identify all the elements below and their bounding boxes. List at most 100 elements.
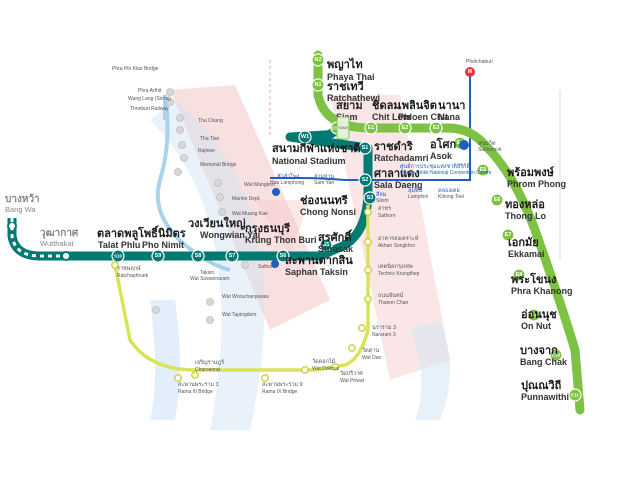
gold-station-marker[interactable] — [348, 344, 356, 352]
label-wat-mangkon: Wat Mangkon — [244, 182, 275, 188]
label-thai: สนามกีฬาแห่งชาติ — [272, 142, 361, 155]
gold-station-marker[interactable] — [111, 261, 119, 269]
station-marker-s2[interactable]: S2 — [358, 173, 372, 187]
label-english: Rama IX Bridge — [262, 389, 298, 395]
label-english: Wat Dan — [362, 355, 381, 361]
station-marker-e9[interactable]: E9 — [527, 308, 541, 322]
label-english: National Stadium — [272, 156, 346, 166]
pier-marker[interactable] — [166, 98, 174, 106]
station-marker-s6[interactable]: S6 — [276, 249, 290, 263]
gold-line — [113, 205, 370, 372]
pier-markers — [152, 88, 249, 324]
pier-marker[interactable] — [206, 316, 214, 324]
label-english: Saphan Taksin — [285, 267, 348, 277]
pier-marker[interactable] — [174, 168, 182, 176]
label-english: Wat Priwat — [340, 378, 365, 384]
pier-marker[interactable] — [241, 261, 249, 269]
svg-text:E5: E5 — [480, 167, 487, 173]
gold-stations — [111, 208, 372, 382]
station-marker-s3[interactable]: S3 — [363, 191, 377, 205]
gold-station-marker[interactable] — [301, 366, 309, 374]
label-tha-tian: Tha Tian — [200, 136, 220, 142]
gold-station-marker[interactable] — [358, 324, 366, 332]
label-english: Rama III Bridge — [178, 389, 213, 395]
label-thai: นานา — [438, 100, 465, 112]
label-thai: อโศก — [430, 137, 456, 151]
station-marker-e1[interactable]: E1 — [364, 121, 378, 135]
pier-marker[interactable] — [176, 114, 184, 122]
svg-text:S1: S1 — [362, 145, 369, 151]
label-khlong-toei-thai: คลองเตย — [438, 188, 460, 194]
label-thai: อาคารสงเคราะห์ — [378, 235, 419, 242]
svg-text:S7: S7 — [229, 253, 236, 259]
station-marker-e10[interactable]: E10 — [549, 348, 563, 362]
label-thai: สะพานพระราม 9 — [262, 381, 303, 388]
station-marker-n1[interactable]: N1 — [311, 78, 325, 92]
label-lumphini-thai: ลุมพินี — [408, 187, 423, 194]
station-marker-s7[interactable]: S7 — [225, 249, 239, 263]
label-thai: พญาไท — [327, 57, 363, 71]
label-english: Bang Wa — [5, 205, 36, 214]
label-thai: วัดปริวาศ — [340, 370, 363, 377]
label-english: Talat Phlu — [98, 240, 140, 250]
svg-text:S6: S6 — [280, 253, 287, 259]
label-phra-arthit: Phra Arthit — [138, 88, 162, 94]
station-marker-e2[interactable]: E2 — [398, 121, 412, 135]
gold-station-marker[interactable] — [364, 238, 372, 246]
gold-station-marker[interactable] — [174, 374, 182, 382]
svg-text:E7: E7 — [505, 232, 512, 238]
station-marker-s8[interactable]: S8 — [191, 249, 205, 263]
label-thonburi-rail: Thonburi Railway — [130, 106, 169, 112]
label-asok-en: Sukhumvit — [478, 147, 502, 153]
station-marker-n2[interactable]: N2 — [311, 53, 325, 67]
gold-station-marker[interactable] — [331, 363, 339, 371]
station-marker-s1[interactable]: S1 — [358, 141, 372, 155]
pier-marker[interactable] — [206, 298, 214, 306]
label-english: Thong Lo — [505, 211, 546, 221]
station-marker-s9[interactable]: S9 — [151, 249, 165, 263]
pier-marker[interactable] — [166, 88, 174, 96]
station-marker-ext-10[interactable] — [61, 251, 71, 261]
station-marker-e7[interactable]: E7 — [501, 228, 515, 242]
pier-marker[interactable] — [214, 179, 222, 187]
label-english: Ratchathewi — [327, 93, 380, 103]
siam-nid: SIAM — [338, 125, 348, 130]
label-marine-dept: Marine Dept. — [232, 196, 261, 202]
pier-marker[interactable] — [178, 141, 186, 149]
gold-station-marker[interactable] — [191, 371, 199, 379]
pier-marker[interactable] — [218, 208, 226, 216]
info-icon — [272, 188, 280, 196]
gold-labels: สาทร Sathorn อาคารสงเคราะห์ Akhan Songkh… — [117, 205, 420, 395]
pier-marker[interactable] — [176, 126, 184, 134]
svg-text:E3: E3 — [433, 125, 440, 131]
silom-extension-dash — [10, 218, 60, 258]
pier-marker[interactable] — [180, 154, 188, 162]
station-marker-w1[interactable]: W1 — [298, 130, 312, 144]
station-marker-e5[interactable]: E5 — [476, 163, 490, 177]
label-memorial: Memorial Bridge — [200, 162, 237, 168]
label-english: Ratchadamri — [374, 153, 429, 163]
gold-station-marker[interactable] — [364, 266, 372, 274]
gold-station-marker[interactable] — [364, 208, 372, 216]
pier-marker[interactable] — [152, 306, 160, 314]
station-marker-e6[interactable]: E6 — [490, 193, 504, 207]
metro-icon-phetchaburi — [465, 67, 475, 77]
label-thai: ปุณณวิถี — [521, 379, 562, 393]
station-marker-e8[interactable]: E8 — [512, 268, 526, 282]
gold-station-marker[interactable] — [364, 295, 372, 303]
station-marker-e11[interactable]: E11 — [568, 388, 582, 402]
station-marker-s5[interactable]: S5 — [319, 238, 333, 252]
label-thai: ชิดลม — [372, 99, 401, 112]
pier-marker[interactable] — [216, 193, 224, 201]
station-marker-e3[interactable]: E3 — [429, 121, 443, 135]
label-qsncc-thai: ศูนย์การประชุมแห่งชาติสิริกิติ์ — [400, 162, 471, 170]
label-thai: สุรศักดิ์ — [318, 229, 353, 245]
station-marker-s10[interactable]: S10 — [111, 249, 125, 263]
label-thai: ราชพฤกษ์ — [117, 265, 141, 272]
label-thai: เทคนิคกรุงเทพ — [378, 263, 413, 270]
label-english: Wongwian Yai — [200, 230, 260, 240]
label-english: On Nut — [521, 321, 551, 331]
gold-station-marker[interactable] — [261, 374, 269, 382]
